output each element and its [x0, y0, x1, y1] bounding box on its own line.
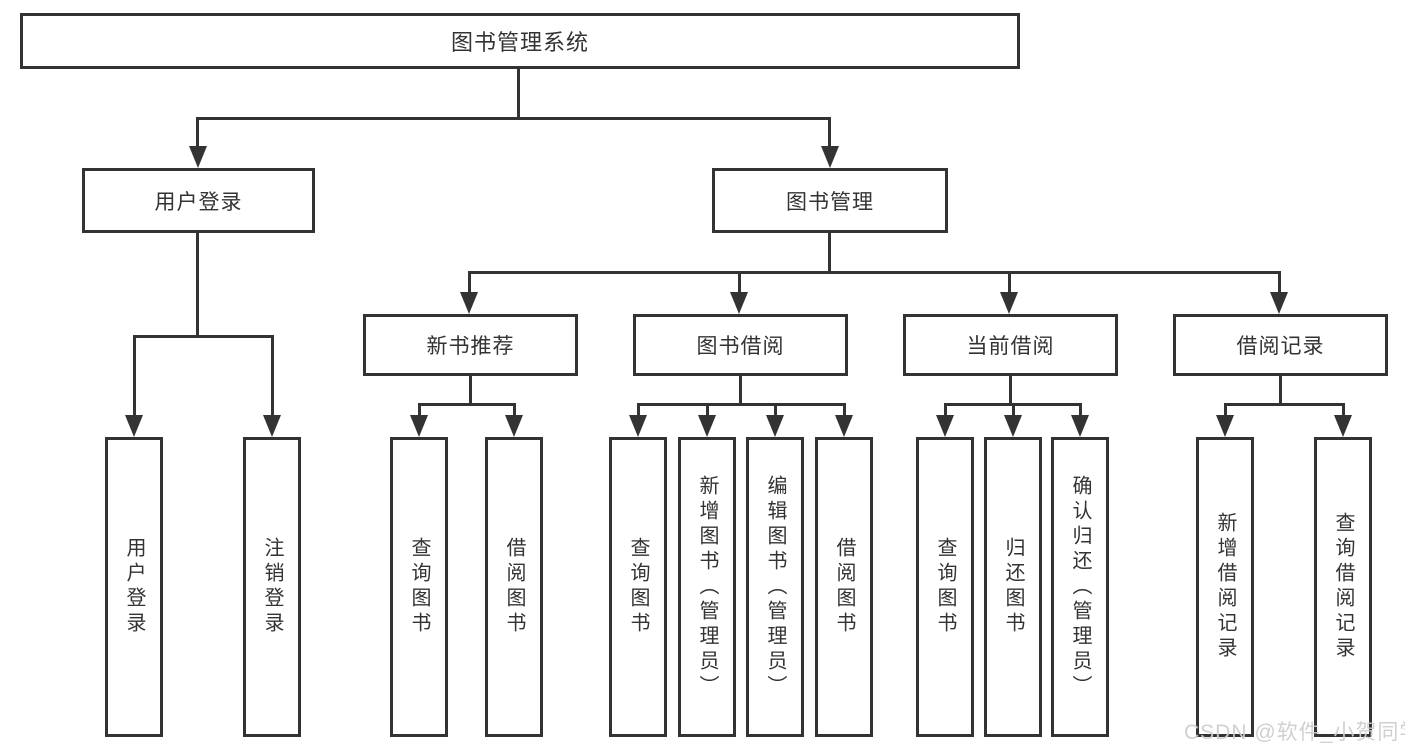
connector-line [1012, 403, 1015, 417]
connector-line [196, 233, 199, 337]
leaf-confirm-return-admin: 确认归还（管理员） [1051, 437, 1109, 737]
arrowhead-icon [125, 415, 143, 437]
connector-line [738, 271, 741, 294]
connector-line [468, 271, 471, 294]
node-root: 图书管理系统 [20, 13, 1020, 69]
arrowhead-icon [1071, 415, 1089, 437]
arrowhead-icon [460, 292, 478, 314]
arrowhead-icon [1216, 415, 1234, 437]
arrowhead-icon [1000, 292, 1018, 314]
csdn-watermark: CSDN @软件_小贺同学 [1184, 721, 1405, 744]
leaf-user-login-label: 用户登录 [123, 537, 145, 637]
connector-line [197, 117, 831, 120]
leaf-query-borrow-record-label: 查询借阅记录 [1332, 512, 1354, 662]
connector-line [706, 403, 709, 417]
node-book-borrowing: 图书借阅 [633, 314, 848, 376]
connector-line [1079, 403, 1082, 417]
leaf-query-books-recommend: 查询图书 [390, 437, 448, 737]
connector-line [843, 403, 846, 417]
arrowhead-icon [263, 415, 281, 437]
arrowhead-icon [730, 292, 748, 314]
node-user-login: 用户登录 [82, 168, 315, 233]
connector-line [739, 376, 742, 405]
connector-line [637, 403, 640, 417]
node-book-borrowing-label: 图书借阅 [696, 335, 785, 358]
connector-line [133, 335, 136, 417]
arrowhead-icon [410, 415, 428, 437]
leaf-add-borrow-record-label: 新增借阅记录 [1214, 512, 1236, 662]
leaf-add-borrow-record: 新增借阅记录 [1196, 437, 1254, 737]
connector-line [271, 335, 274, 417]
leaf-borrow-books: 借阅图书 [815, 437, 873, 737]
connector-line [469, 376, 472, 405]
arrowhead-icon [835, 415, 853, 437]
arrowhead-icon [189, 146, 207, 168]
node-new-book-recommend-label: 新书推荐 [426, 335, 515, 358]
leaf-edit-book-admin-label: 编辑图书（管理员） [764, 474, 786, 700]
leaf-borrow-books-recommend-label: 借阅图书 [503, 537, 525, 637]
leaf-query-books-current-label: 查询图书 [934, 537, 956, 637]
arrowhead-icon [629, 415, 647, 437]
leaf-confirm-return-admin-label: 确认归还（管理员） [1069, 474, 1091, 700]
arrowhead-icon [821, 146, 839, 168]
connector-line [1009, 376, 1012, 405]
node-borrowing-records-label: 借阅记录 [1236, 335, 1325, 358]
leaf-logout-label: 注销登录 [261, 537, 283, 637]
leaf-query-books-recommend-label: 查询图书 [408, 537, 430, 637]
connector-line [196, 117, 199, 148]
leaf-user-login: 用户登录 [105, 437, 163, 737]
leaf-borrow-books-recommend: 借阅图书 [485, 437, 543, 737]
connector-line [517, 69, 520, 118]
connector-line [774, 403, 777, 417]
connector-line [828, 233, 831, 273]
leaf-query-books-borrowing-label: 查询图书 [627, 537, 649, 637]
leaf-query-borrow-record: 查询借阅记录 [1314, 437, 1372, 737]
connector-line [637, 403, 845, 406]
connector-line [828, 117, 831, 148]
leaf-add-book-admin: 新增图书（管理员） [678, 437, 736, 737]
connector-line [418, 403, 421, 417]
arrowhead-icon [1334, 415, 1352, 437]
connector-line [1279, 376, 1282, 405]
connector-line [1342, 403, 1345, 417]
node-borrowing-records: 借阅记录 [1173, 314, 1388, 376]
connector-line [513, 403, 516, 417]
leaf-query-books-current: 查询图书 [916, 437, 974, 737]
leaf-query-books-borrowing: 查询图书 [609, 437, 667, 737]
leaf-edit-book-admin: 编辑图书（管理员） [746, 437, 804, 737]
arrowhead-icon [766, 415, 784, 437]
arrowhead-icon [1270, 292, 1288, 314]
leaf-return-books-label: 归还图书 [1002, 537, 1024, 637]
node-root-label: 图书管理系统 [450, 30, 589, 55]
node-book-management-label: 图书管理 [786, 190, 874, 214]
arrowhead-icon [1004, 415, 1022, 437]
connector-line [468, 271, 1281, 274]
arrowhead-icon [505, 415, 523, 437]
leaf-logout: 注销登录 [243, 437, 301, 737]
arrowhead-icon [936, 415, 954, 437]
connector-line [1224, 403, 1227, 417]
node-current-borrowing: 当前借阅 [903, 314, 1118, 376]
node-user-login-label: 用户登录 [154, 190, 243, 214]
connector-line [418, 403, 516, 406]
connector-line [1278, 271, 1281, 294]
leaf-return-books: 归还图书 [984, 437, 1042, 737]
connector-line [1008, 271, 1011, 294]
node-new-book-recommend: 新书推荐 [363, 314, 578, 376]
arrowhead-icon [698, 415, 716, 437]
connector-line [1224, 403, 1345, 406]
node-book-management: 图书管理 [712, 168, 948, 233]
leaf-borrow-books-label: 借阅图书 [833, 537, 855, 637]
leaf-add-book-admin-label: 新增图书（管理员） [696, 474, 718, 700]
node-current-borrowing-label: 当前借阅 [966, 335, 1055, 358]
connector-line [944, 403, 947, 417]
connector-line [133, 335, 274, 338]
